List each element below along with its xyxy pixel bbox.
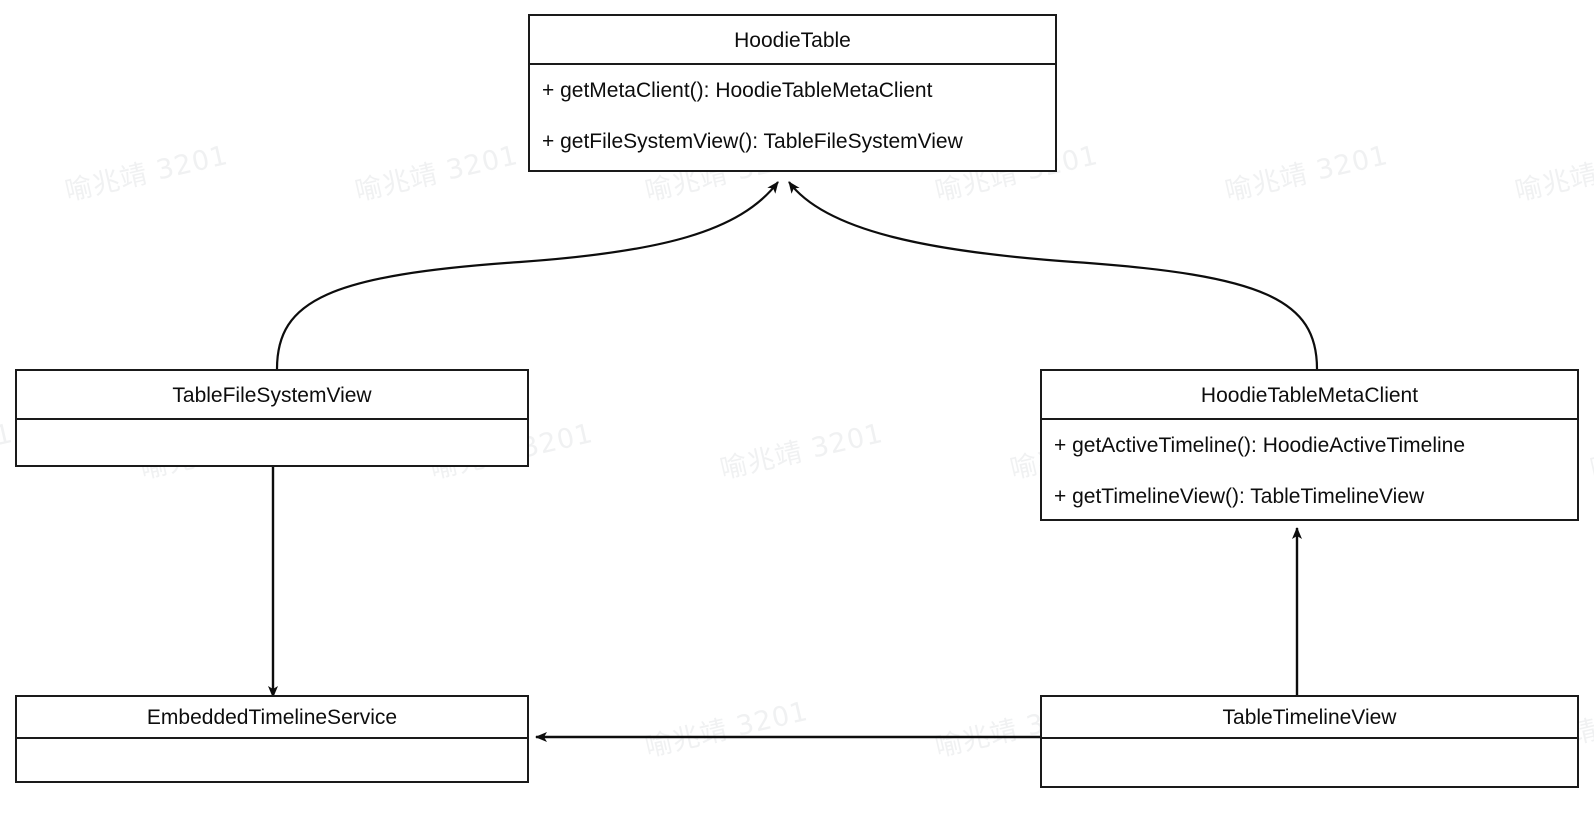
class-members-hoodie-table-meta-client: + getActiveTimeline(): HoodieActiveTimel… bbox=[1042, 420, 1577, 522]
class-box-hoodie-table-meta-client[interactable]: HoodieTableMetaClient + getActiveTimelin… bbox=[1040, 369, 1579, 521]
connector-hoodie-table-meta-client-to-hoodie-table bbox=[788, 181, 1319, 370]
class-box-table-file-system-view[interactable]: TableFileSystemView bbox=[15, 369, 529, 467]
class-members-table-file-system-view bbox=[17, 420, 527, 467]
class-name-table-file-system-view: TableFileSystemView bbox=[17, 371, 527, 420]
class-member: + getMetaClient(): HoodieTableMetaClient bbox=[542, 79, 933, 102]
class-name-table-timeline-view: TableTimelineView bbox=[1042, 697, 1577, 739]
watermark-text: 喻兆靖 3201 bbox=[1512, 140, 1594, 208]
class-member: + getTimelineView(): TableTimelineView bbox=[1054, 485, 1425, 508]
class-name-hoodie-table: HoodieTable bbox=[530, 16, 1055, 65]
watermark-text: 喻兆靖 3201 bbox=[1222, 139, 1392, 208]
class-box-embedded-timeline-service[interactable]: EmbeddedTimelineService bbox=[15, 695, 529, 783]
watermark-text: 喻兆靖 3201 bbox=[717, 417, 887, 486]
class-box-table-timeline-view[interactable]: TableTimelineView bbox=[1040, 695, 1579, 788]
class-members-table-timeline-view bbox=[1042, 739, 1577, 786]
watermark-text: 喻兆靖 3201 bbox=[1587, 418, 1594, 486]
watermark-text: 喻兆靖 3201 bbox=[0, 417, 17, 486]
watermark-text: 喻兆靖 3201 bbox=[352, 139, 522, 208]
class-name-hoodie-table-meta-client: HoodieTableMetaClient bbox=[1042, 371, 1577, 420]
connector-table-file-system-view-to-hoodie-table bbox=[275, 181, 779, 370]
class-members-hoodie-table: + getMetaClient(): HoodieTableMetaClient… bbox=[530, 65, 1055, 167]
class-name-embedded-timeline-service: EmbeddedTimelineService bbox=[17, 697, 527, 739]
class-member: + getFileSystemView(): TableFileSystemVi… bbox=[542, 130, 963, 153]
class-members-embedded-timeline-service bbox=[17, 739, 527, 781]
watermark-text: 喻兆靖 3201 bbox=[642, 695, 812, 764]
class-member: + getActiveTimeline(): HoodieActiveTimel… bbox=[1054, 434, 1466, 457]
class-box-hoodie-table[interactable]: HoodieTable + getMetaClient(): HoodieTab… bbox=[528, 14, 1057, 172]
watermark-text: 喻兆靖 3201 bbox=[62, 139, 232, 208]
